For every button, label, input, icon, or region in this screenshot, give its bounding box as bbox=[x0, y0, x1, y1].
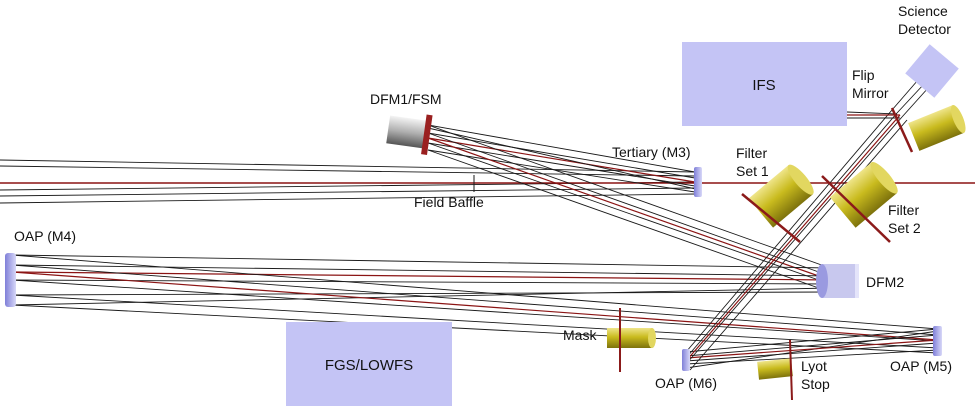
lyot-stop-label-1: Lyot bbox=[801, 358, 827, 374]
oap-m6-label: OAP (M6) bbox=[655, 375, 717, 391]
tertiary-label: Tertiary (M3) bbox=[612, 144, 691, 160]
fgs-lowfs-label: FGS/LOWFS bbox=[325, 357, 413, 374]
mask bbox=[607, 308, 656, 372]
tertiary-m3-mirror bbox=[694, 167, 702, 197]
ifs-box bbox=[682, 42, 847, 126]
mask-label: Mask bbox=[563, 327, 597, 343]
oap-m4-label: OAP (M4) bbox=[14, 228, 76, 244]
flip-mirror-label-2: Mirror bbox=[852, 85, 889, 101]
flip-mirror-label-1: Flip bbox=[852, 67, 875, 83]
oap-m5-mirror bbox=[933, 326, 942, 356]
filter-set-2-label-2: Set 2 bbox=[888, 220, 921, 236]
ray-bundle bbox=[0, 79, 975, 371]
dfm2-mirror bbox=[816, 264, 859, 298]
filter-set-1-label-2: Set 1 bbox=[736, 163, 769, 179]
dfm1-fsm-mirror bbox=[386, 114, 433, 156]
filter-set-2-label-1: Filter bbox=[888, 202, 919, 218]
filter-set-1-label-1: Filter bbox=[736, 145, 767, 161]
lyot-stop-label-2: Stop bbox=[801, 376, 830, 392]
oap-m5-label: OAP (M5) bbox=[890, 358, 952, 374]
lyot-stop bbox=[757, 339, 793, 401]
dfm2-label: DFM2 bbox=[866, 274, 904, 290]
dfm1-fsm-label: DFM1/FSM bbox=[370, 91, 442, 107]
ifs-label: IFS bbox=[752, 77, 775, 94]
oap-m6-mirror bbox=[682, 349, 690, 371]
field-baffle-label: Field Baffle bbox=[414, 194, 484, 210]
flip-mirror bbox=[890, 104, 966, 153]
filter-set-1 bbox=[741, 164, 814, 243]
science-detector-label-1: Science bbox=[898, 3, 948, 19]
science-detector bbox=[905, 44, 959, 98]
filter-set-2 bbox=[821, 161, 898, 243]
oap-m4-mirror bbox=[5, 253, 16, 307]
fgs-lowfs-box bbox=[286, 322, 452, 406]
science-detector-label-2: Detector bbox=[898, 21, 951, 37]
